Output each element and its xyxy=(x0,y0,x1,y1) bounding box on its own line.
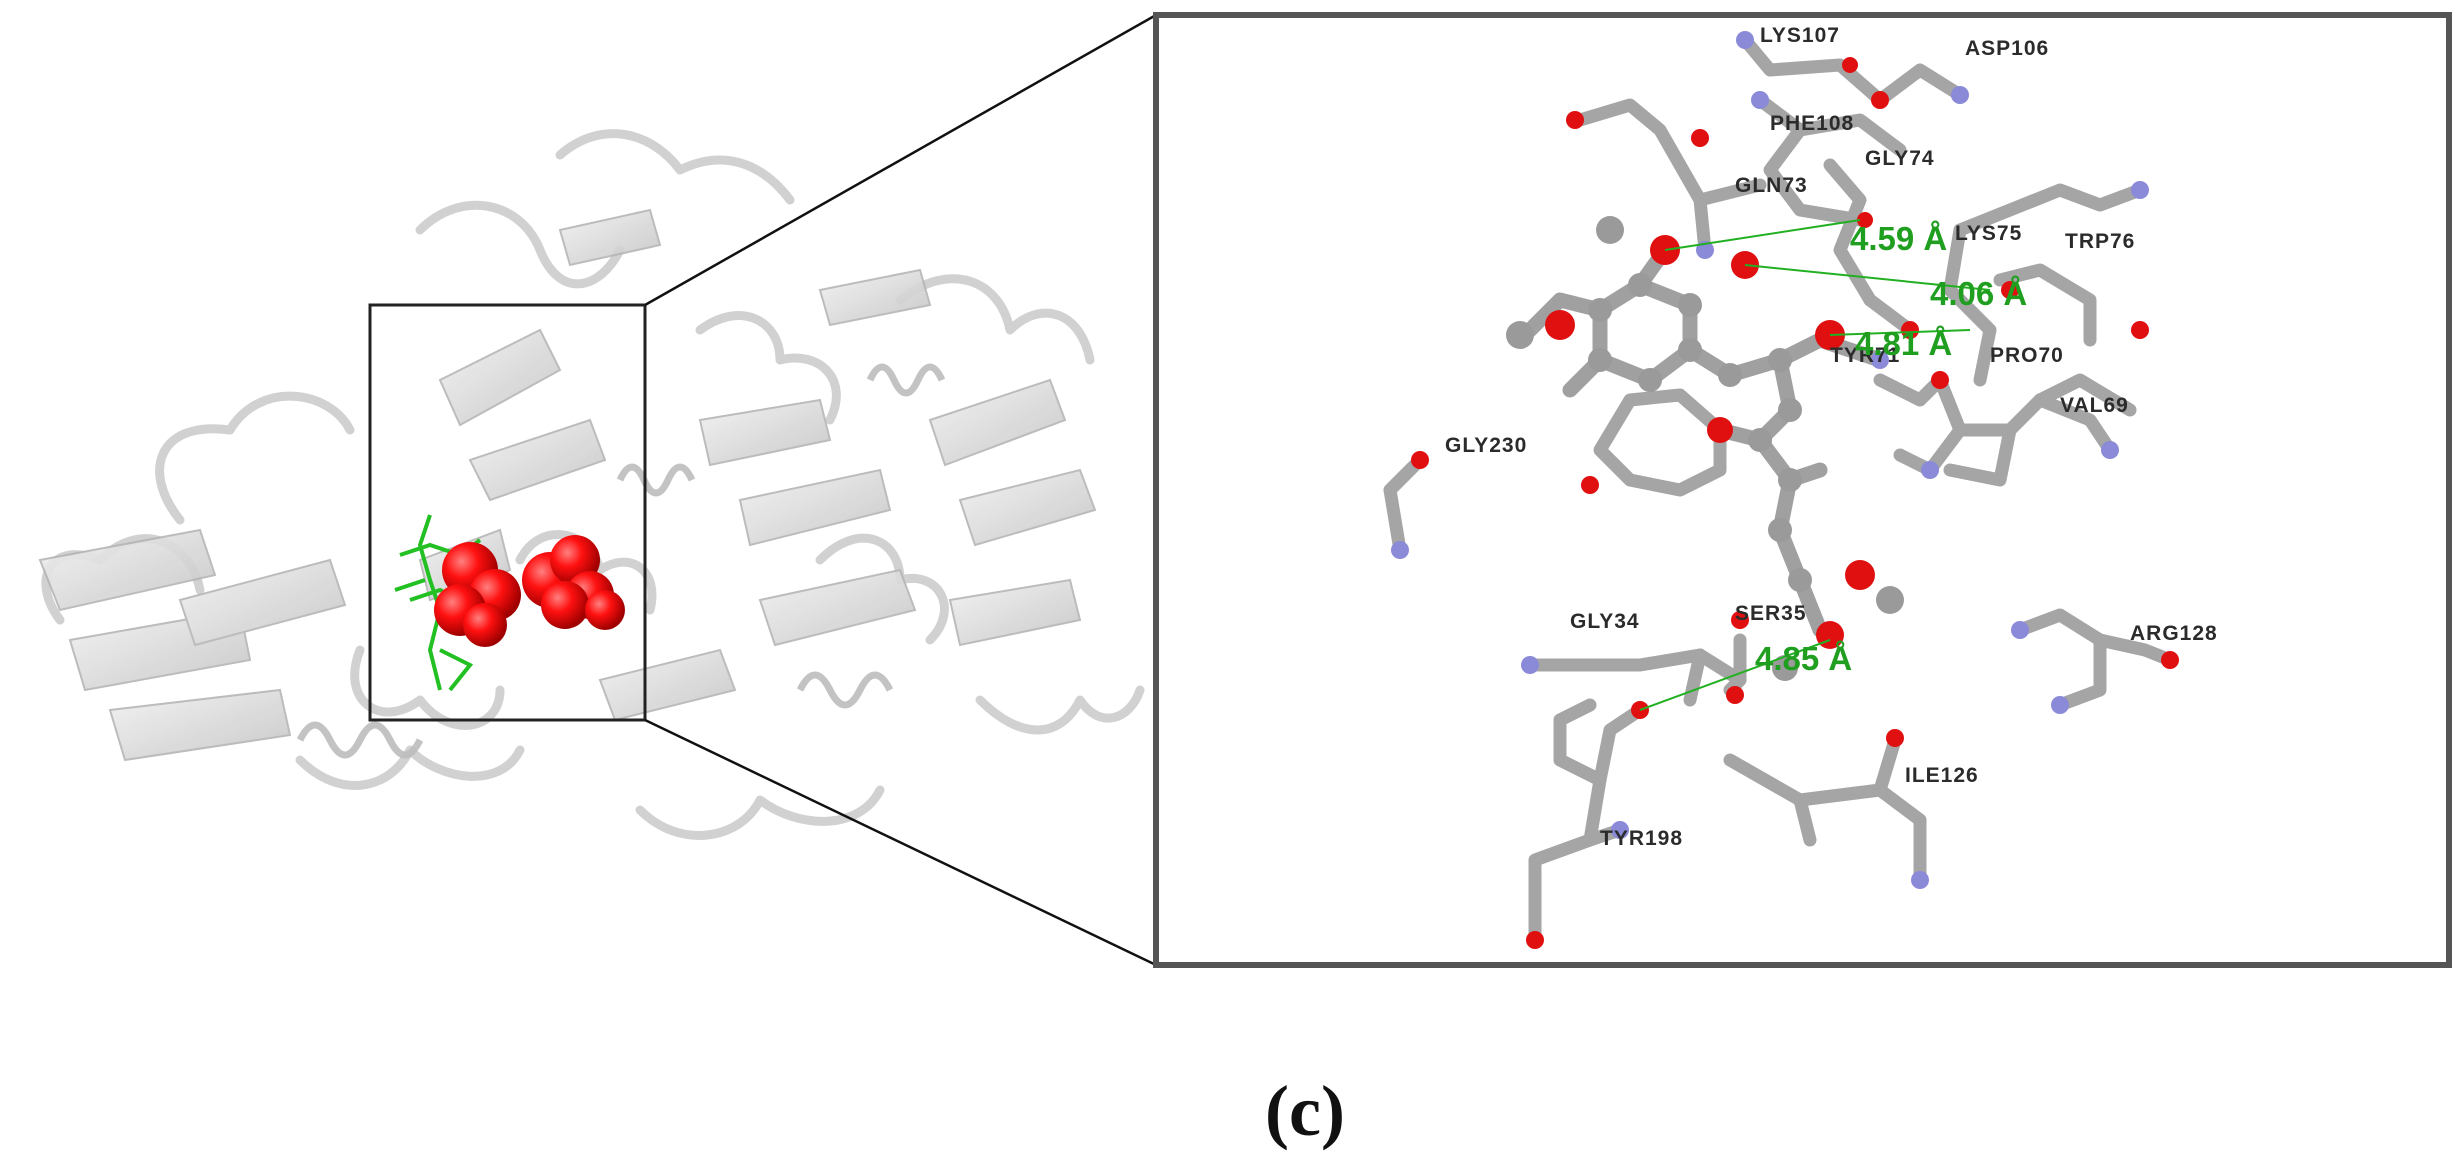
protein-ribbon-overview xyxy=(38,129,1145,840)
residue-sticks xyxy=(1383,33,2177,942)
residue-label: GLY230 xyxy=(1445,434,1527,457)
residue-label: VAL69 xyxy=(2060,394,2129,417)
residue-label: ILE126 xyxy=(1905,764,1979,787)
figure-caption: (c) xyxy=(1265,1071,1345,1151)
distance-label: 4.81 Å xyxy=(1855,325,1952,362)
residue-label: GLN73 xyxy=(1735,174,1808,197)
distance-label: 4.85 Å xyxy=(1755,640,1852,677)
residue-label: ASP106 xyxy=(1965,37,2049,60)
residue-label: TRP76 xyxy=(2065,230,2135,253)
residue-label: TYR198 xyxy=(1600,827,1683,850)
distance-lines xyxy=(1639,219,1991,711)
distance-label: 4.06 Å xyxy=(1930,275,2027,312)
residue-label: GLY34 xyxy=(1570,610,1640,633)
residue-labels: LYS107 ASP106 PHE108 GLY74 GLN73 LYS75 T… xyxy=(1445,24,2218,850)
residue-label: SER35 xyxy=(1735,602,1807,625)
nitrogen-atoms xyxy=(1391,31,2149,889)
zoom-connector xyxy=(644,13,1157,967)
residue-label: TYR71 xyxy=(1830,344,1900,367)
residue-label: LYS107 xyxy=(1760,24,1840,47)
ligand-ball-joints xyxy=(1506,216,1904,681)
binding-site-selection-box xyxy=(368,303,647,722)
residue-label: ARG128 xyxy=(2130,622,2218,645)
distance-label: 4.59 Å xyxy=(1850,220,1947,257)
distance-labels: 4.59 Å 4.06 Å 4.81 Å 4.85 Å xyxy=(1755,220,2027,677)
residue-label: PRO70 xyxy=(1990,344,2064,367)
residue-label: PHE108 xyxy=(1770,112,1854,135)
residue-label: GLY74 xyxy=(1865,147,1935,170)
ligand-spheres-overview xyxy=(434,535,625,647)
oxygen-atoms xyxy=(1411,57,2179,949)
residue-label: LYS75 xyxy=(1955,222,2022,245)
